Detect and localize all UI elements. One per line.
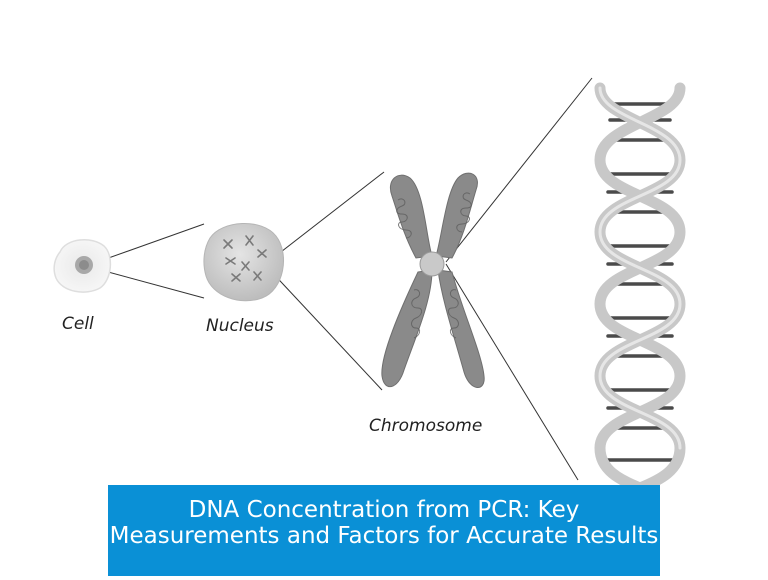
nucleus-icon	[203, 223, 284, 302]
nucleus-label: Nucleus	[206, 316, 274, 336]
chromosome-label: Chromosome	[369, 416, 483, 436]
connector-lines	[85, 77, 593, 481]
cell-icon	[53, 239, 112, 293]
page-title: DNA Concentration from PCR: Key Measurem…	[109, 497, 659, 549]
cell-label: Cell	[62, 314, 94, 334]
dna-helix-icon	[594, 82, 686, 494]
chromosome-icon	[381, 172, 485, 388]
title-banner: DNA Concentration from PCR: Key Measurem…	[108, 485, 660, 576]
